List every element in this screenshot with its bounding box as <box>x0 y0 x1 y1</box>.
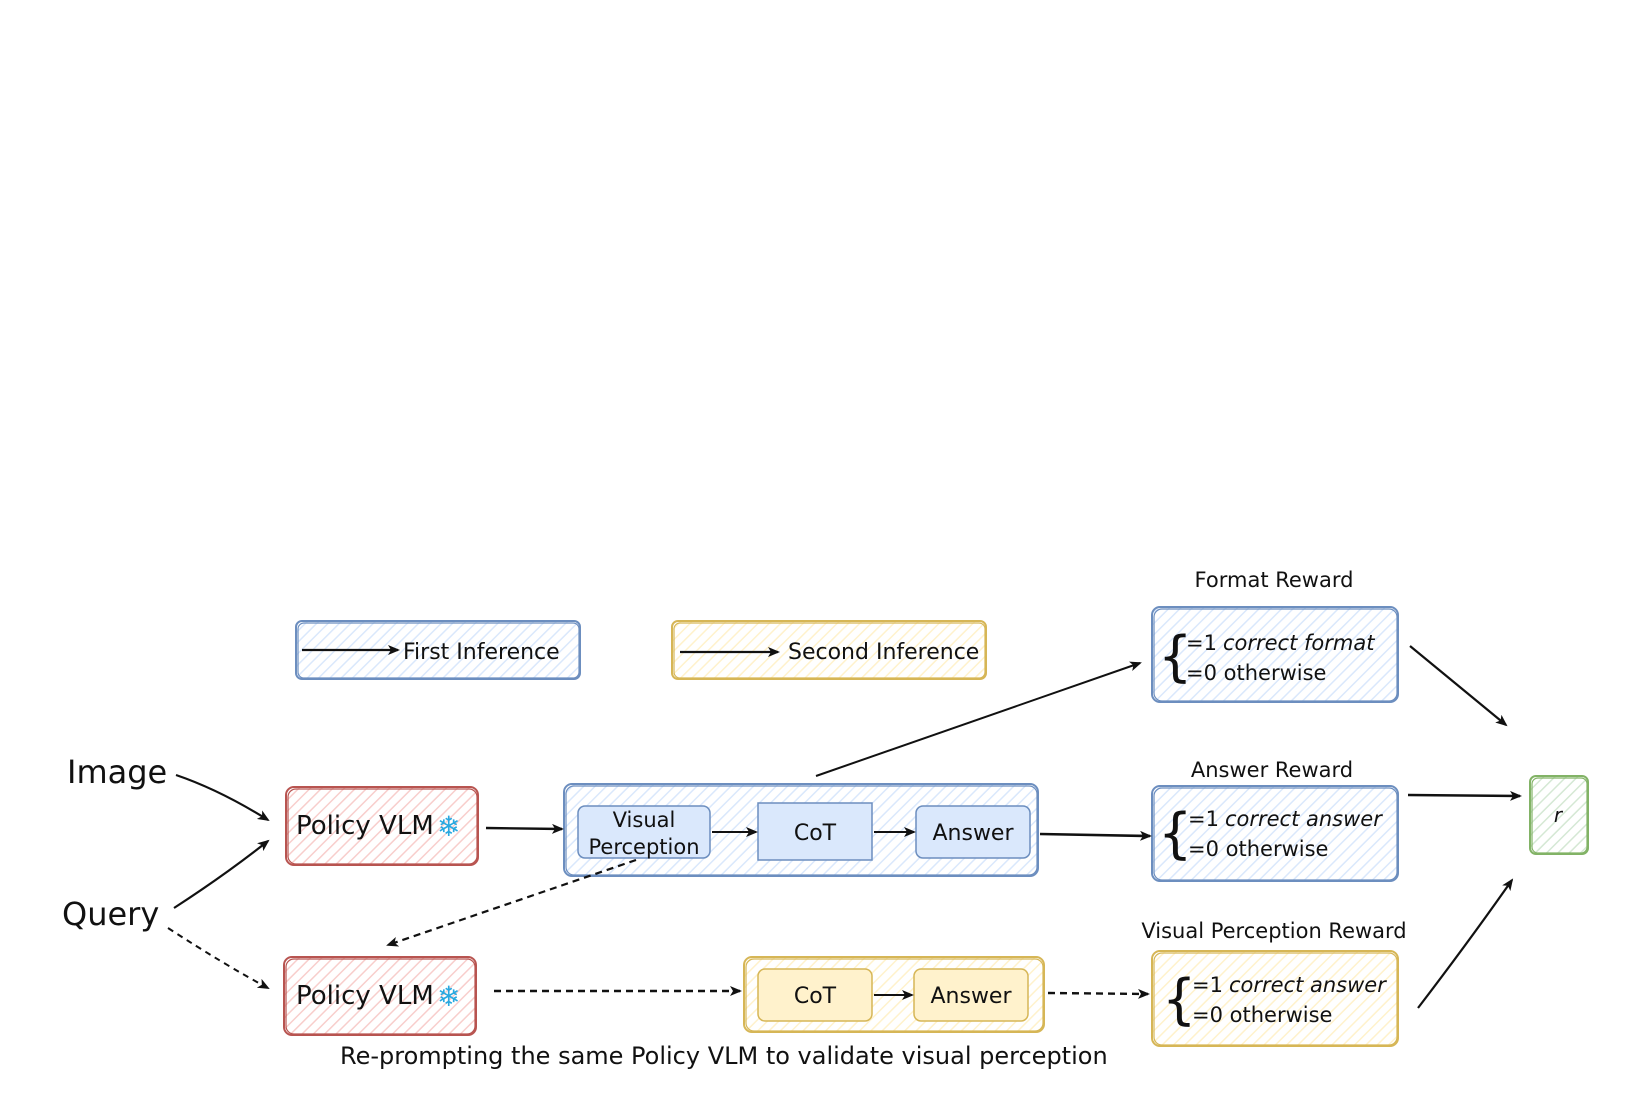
brace-icon: { <box>1158 625 1192 688</box>
policy-vlm-second: Policy VLM ❄ <box>283 956 477 1036</box>
answer-label-first: Answer <box>932 821 1014 846</box>
brace-icon: { <box>1158 802 1192 865</box>
answer-label-second: Answer <box>930 984 1012 1009</box>
legend-second-label: Second Inference <box>788 640 979 665</box>
visual-perception-line2: Perception <box>588 835 699 859</box>
cot-box-first: CoT <box>757 802 873 861</box>
format-reward-title: Format Reward <box>1195 568 1354 592</box>
result-label: r <box>1554 803 1564 827</box>
result-box: r <box>1529 775 1589 855</box>
legend-second-inference: Second Inference <box>671 620 987 680</box>
policy-vlm-first-label: Policy VLM <box>296 811 434 841</box>
legend-first-label: First Inference <box>403 640 560 665</box>
visual-reward-title: Visual Perception Reward <box>1141 919 1406 943</box>
arrow-perception-to-policy-dashed <box>386 858 637 947</box>
visual-reward-line2: =0 otherwise <box>1192 1003 1332 1027</box>
legend-first-inference: First Inference <box>295 620 581 680</box>
answer-box-second: Answer <box>913 968 1029 1022</box>
arrow-visual-to-result <box>1417 878 1514 1009</box>
arrow-query-to-policy-dashed <box>167 927 270 989</box>
query-label: Query <box>62 895 159 933</box>
cot-label-second: CoT <box>794 984 837 1009</box>
arrow-answer-to-result <box>1407 790 1522 801</box>
answer-box-first: Answer <box>915 805 1031 859</box>
arrow-to-answer-reward <box>1039 830 1152 841</box>
cot-box-second: CoT <box>757 968 873 1022</box>
snowflake-icon: ❄ <box>437 810 460 843</box>
policy-vlm-second-label: Policy VLM <box>296 981 434 1011</box>
arrow-second-to-visual-reward-dashed <box>1047 988 1150 999</box>
arrow-query-to-policy <box>173 839 270 909</box>
format-reward-line2: =0 otherwise <box>1186 661 1326 685</box>
policy-vlm-first: Policy VLM ❄ <box>285 786 479 866</box>
arrow-image-to-policy <box>175 773 270 822</box>
image-label: Image <box>67 753 167 791</box>
visual-perception-line1: Visual <box>613 808 676 832</box>
snowflake-icon: ❄ <box>437 980 460 1013</box>
answer-reward-line2: =0 otherwise <box>1188 837 1328 861</box>
brace-icon: { <box>1162 968 1196 1031</box>
cot-label-first: CoT <box>794 821 837 846</box>
visual-perception-box: Visual Perception <box>577 805 711 859</box>
second-inference-output: CoT Answer <box>743 956 1045 1033</box>
answer-reward-title: Answer Reward <box>1191 758 1353 782</box>
arrow-to-format-reward <box>815 661 1142 777</box>
arrow-format-to-result <box>1409 645 1508 727</box>
caption: Re-prompting the same Policy VLM to vali… <box>340 1042 1108 1070</box>
first-inference-output: Visual Perception CoT Answer <box>563 783 1039 877</box>
arrow-policy-to-first-output <box>485 823 564 834</box>
